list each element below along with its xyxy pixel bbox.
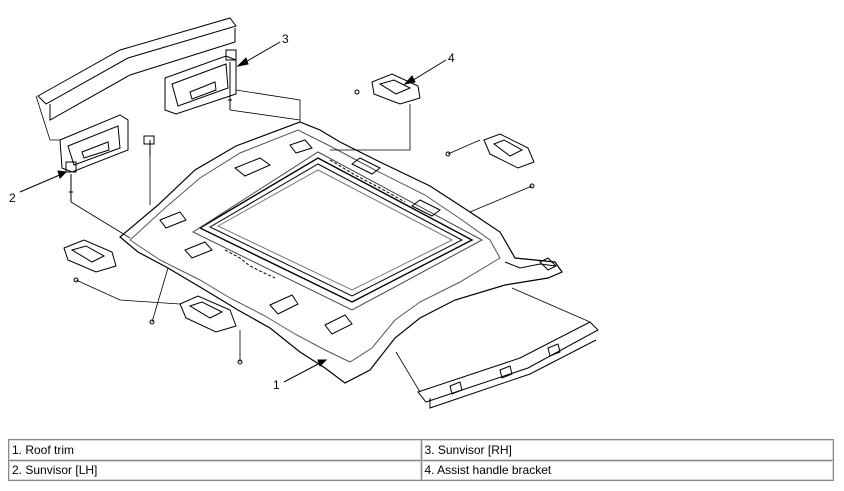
leader-lines — [35, 89, 591, 393]
legend-item-assist-handle-bracket: 4. Assist handle bracket — [420, 459, 834, 481]
roof-trim-part — [119, 121, 563, 384]
callout-arrows — [19, 41, 447, 383]
callout-3: 3 — [282, 32, 289, 46]
legend-row: 1. Roof trim 3. Sunvisor [RH] — [8, 439, 834, 461]
roof-rail-trim-part — [417, 321, 599, 409]
legend-item-sunvisor-rh: 3. Sunvisor [RH] — [420, 439, 834, 461]
legend-row: 2. Sunvisor [LH] 4. Assist handle bracke… — [8, 459, 834, 481]
exploded-roof-trim-diagram — [19, 17, 599, 409]
sunvisor-lh-part — [59, 114, 129, 202]
callout-2: 2 — [9, 191, 16, 205]
legend-item-roof-trim: 1. Roof trim — [8, 439, 422, 461]
legend-item-sunvisor-lh: 2. Sunvisor [LH] — [8, 459, 422, 481]
sunvisor-rh-part — [37, 17, 237, 121]
parts-legend-table: 1. Roof trim 3. Sunvisor [RH] 2. Sunviso… — [8, 439, 834, 481]
assist-handle-bracket-part — [63, 73, 535, 365]
callout-1: 1 — [273, 378, 280, 392]
callout-4: 4 — [448, 51, 455, 65]
